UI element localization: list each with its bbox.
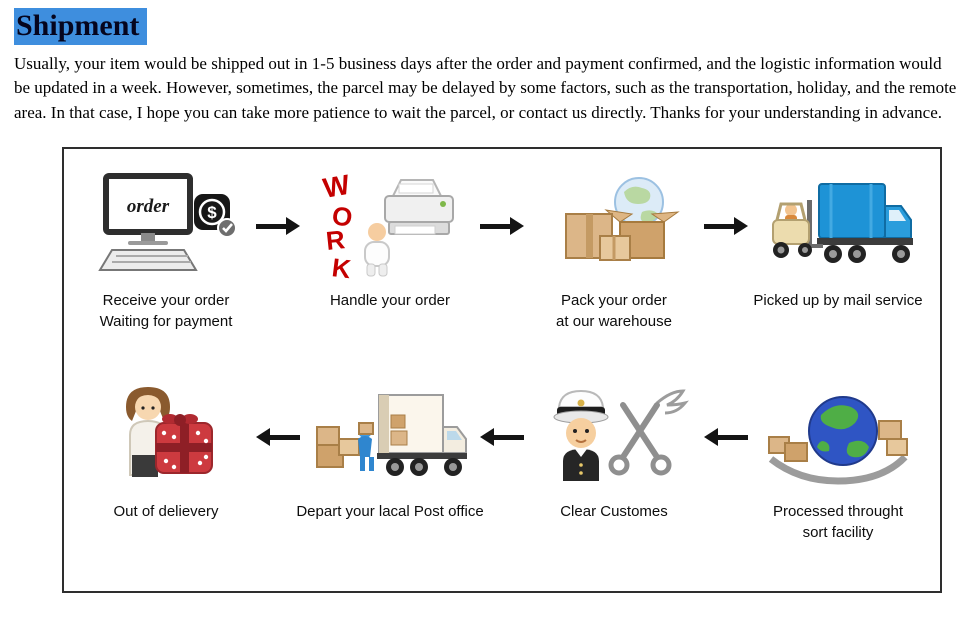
warehouse-boxes-icon: [544, 167, 684, 283]
svg-text:order: order: [127, 196, 170, 217]
flow-step-depart-post: Depart your lacal Post office: [296, 378, 484, 522]
step-label: Clear Customes: [560, 503, 668, 521]
flow-step-sort-facility: Processed throught sort facility: [750, 378, 926, 543]
step-label: Receive your order Waiting for payment: [99, 292, 233, 331]
work-printer-icon: W O R K: [315, 167, 465, 283]
globe-sort-icon: [763, 378, 913, 494]
forklift-truck-icon: [761, 167, 916, 283]
page-title: Shipment: [14, 8, 976, 45]
arrow-right-icon: [256, 217, 300, 236]
arrow-left-icon: [256, 428, 300, 447]
flow-step-pack-order: Pack your order at our warehouse: [526, 167, 702, 332]
order-computer-icon: order $: [96, 167, 236, 283]
flow-step-receive-order: order $ Receive your order Waiting for p…: [78, 167, 254, 332]
step-label: Handle your order: [329, 292, 451, 310]
step-label: Depart your lacal Post office: [296, 503, 484, 521]
arrow-left-icon: [480, 428, 524, 447]
flow-step-handle-order: W O R K Handle your o: [302, 167, 478, 311]
flow-step-pickup-mail: Picked up by mail service: [750, 167, 926, 311]
step-label: Picked up by mail service: [753, 292, 923, 310]
arrow-right-icon: [704, 217, 748, 236]
step-label: Processed throught sort facility: [772, 503, 904, 542]
post-truck-icon: [313, 378, 468, 494]
flow-row-2: Out of delievery: [78, 378, 926, 543]
shipment-intro-paragraph: Usually, your item would be shipped out …: [14, 54, 957, 122]
step-label: Pack your order at our warehouse: [556, 292, 672, 331]
flow-step-clear-customs: Clear Customes: [526, 378, 702, 522]
flow-step-out-delivery: Out of delievery: [78, 378, 254, 522]
page-title-highlight: Shipment: [14, 8, 148, 45]
gift-person-icon: [96, 378, 236, 494]
svg-text:R: R: [324, 225, 346, 257]
arrow-left-icon: [704, 428, 748, 447]
svg-text:W: W: [321, 170, 353, 204]
svg-text:K: K: [330, 253, 353, 281]
flow-row-1: order $ Receive your order Waiting for p…: [78, 167, 926, 332]
customs-officer-icon: [539, 378, 689, 494]
svg-text:O: O: [330, 201, 354, 234]
svg-text:$: $: [207, 203, 217, 222]
step-label: Out of delievery: [113, 503, 219, 521]
arrow-right-icon: [480, 217, 524, 236]
shipping-flow-box: order $ Receive your order Waiting for p…: [62, 147, 942, 594]
